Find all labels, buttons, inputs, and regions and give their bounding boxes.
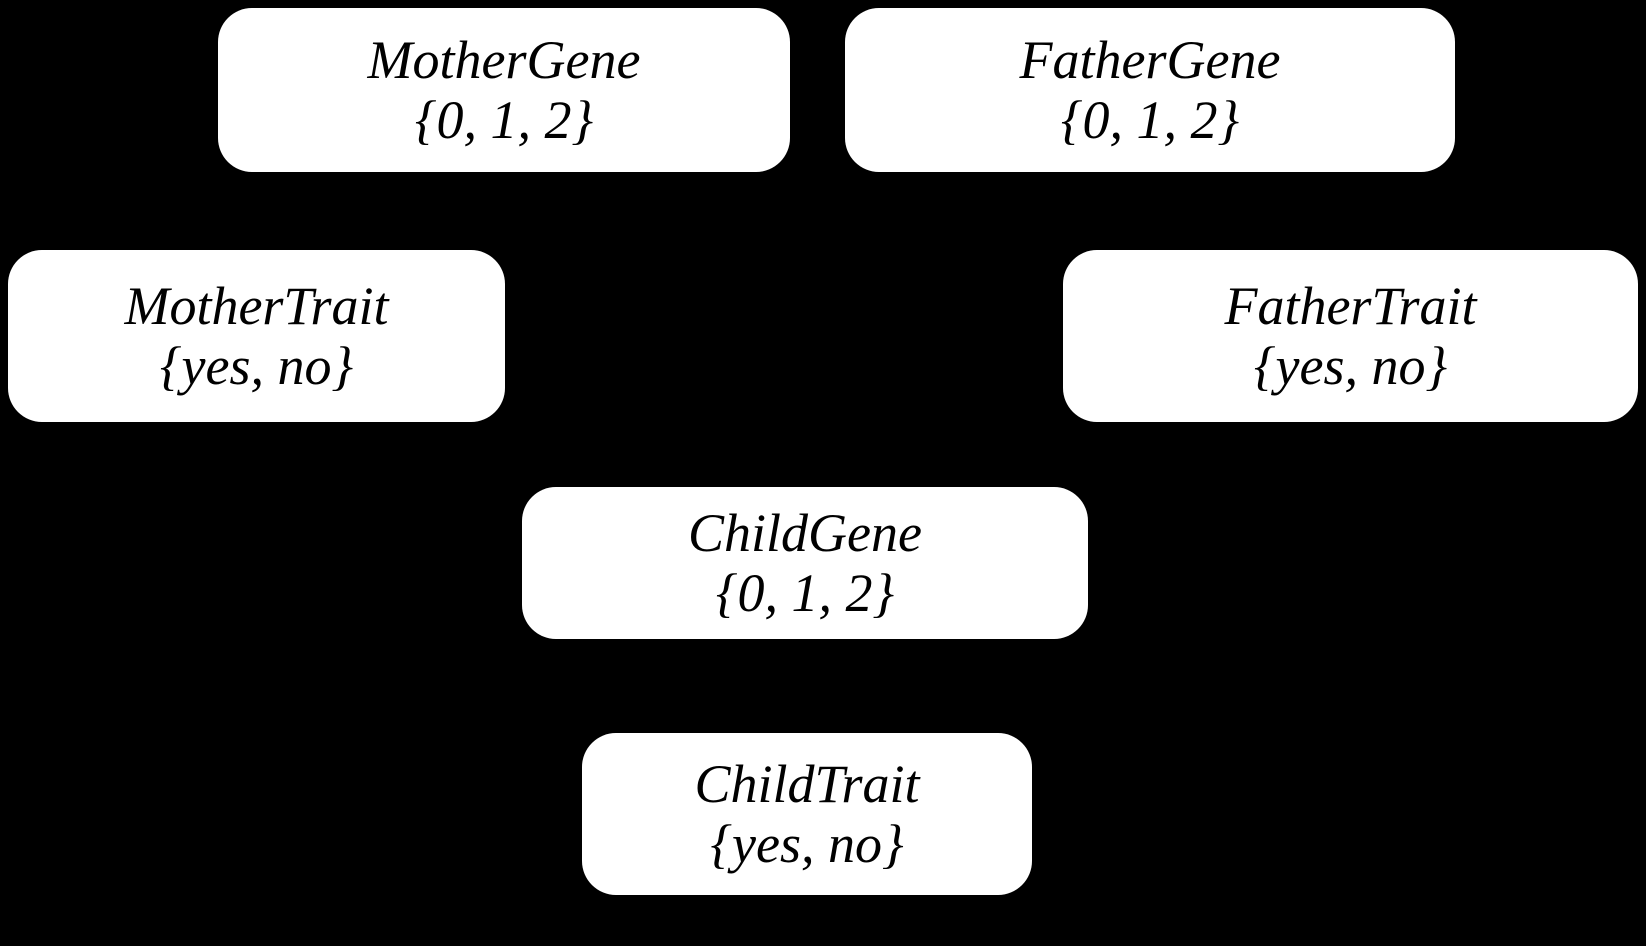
node-mother-gene[interactable]: MotherGene {0, 1, 2} [218,8,790,172]
node-child-gene[interactable]: ChildGene {0, 1, 2} [522,487,1088,639]
node-child-gene-label: ChildGene [688,502,922,563]
node-father-trait-label: FatherTrait [1224,275,1477,336]
node-child-gene-domain: {0, 1, 2} [715,563,895,623]
node-child-trait-label: ChildTrait [694,753,920,814]
node-father-gene[interactable]: FatherGene {0, 1, 2} [845,8,1455,172]
node-mother-gene-label: MotherGene [367,29,641,90]
node-child-trait-domain: {yes, no} [710,814,904,874]
node-father-trait[interactable]: FatherTrait {yes, no} [1063,250,1638,422]
node-child-trait[interactable]: ChildTrait {yes, no} [582,733,1032,895]
node-father-trait-domain: {yes, no} [1253,336,1448,396]
node-father-gene-domain: {0, 1, 2} [1060,90,1240,150]
node-mother-trait[interactable]: MotherTrait {yes, no} [8,250,505,422]
node-mother-trait-domain: {yes, no} [159,336,354,396]
node-father-gene-label: FatherGene [1019,29,1281,90]
node-mother-gene-domain: {0, 1, 2} [414,90,594,150]
node-mother-trait-label: MotherTrait [124,275,389,336]
